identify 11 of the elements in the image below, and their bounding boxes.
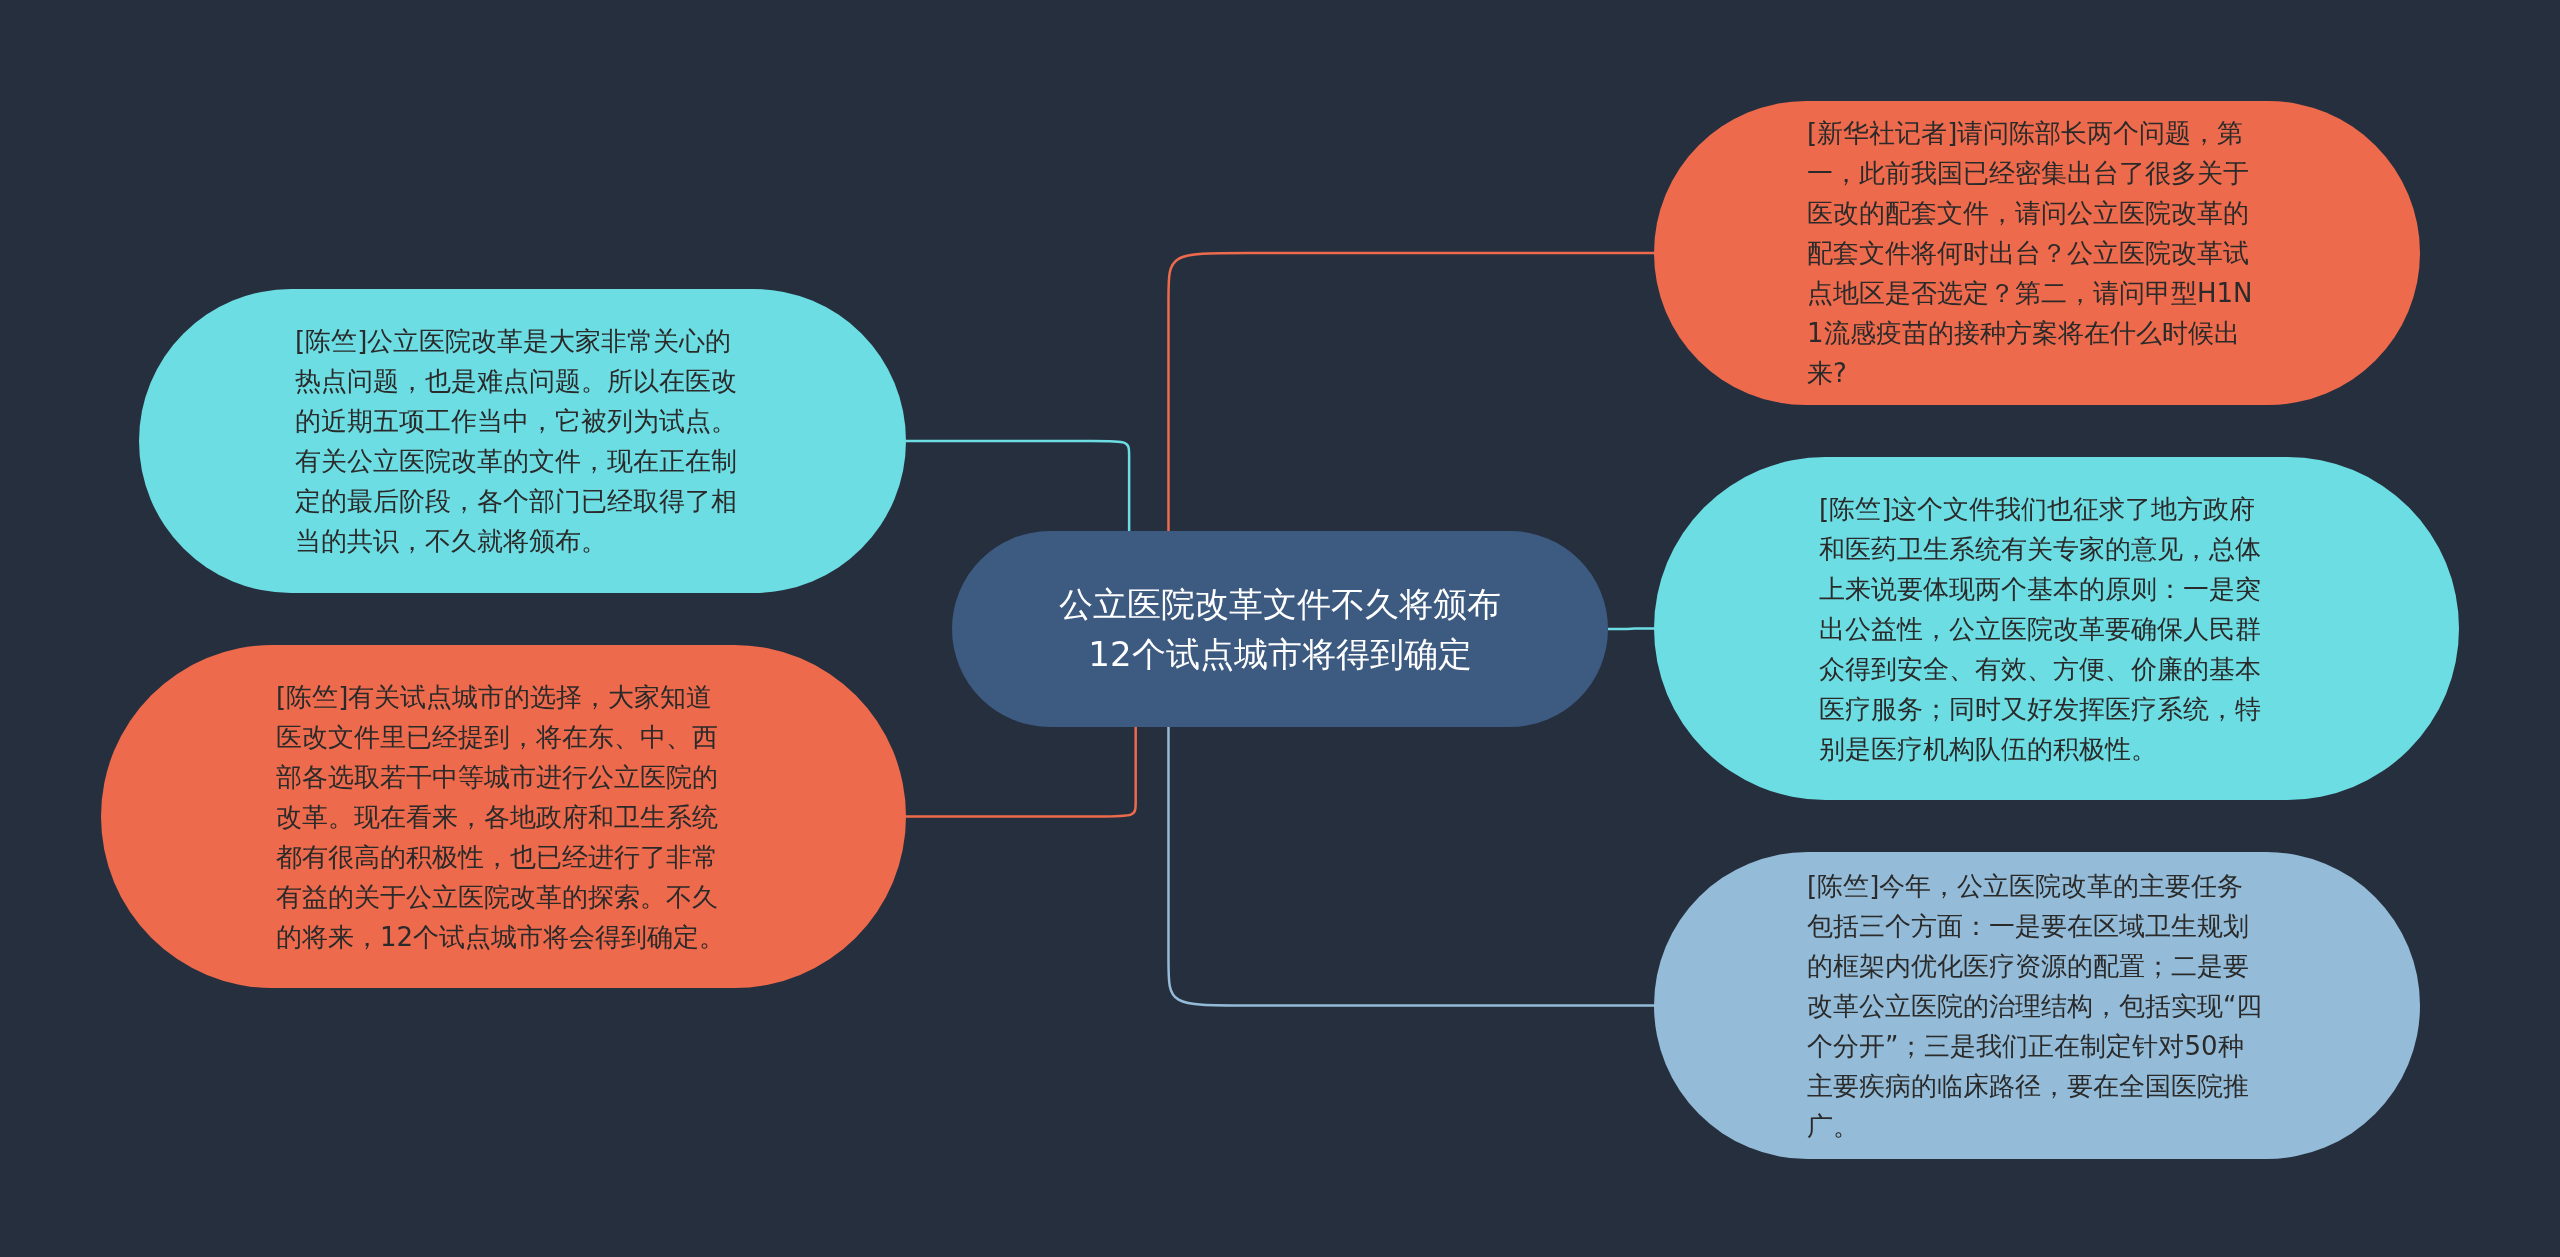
connector-line bbox=[1167, 251, 1654, 531]
topic-text: [陈竺]今年，公立医院改革的主要任务包括三个方面：一是要在区域卫生规划的框架内优化医疗资源的配置；二是要改革公立医院的治理结构，包括实现“四个分开”；三是我们正在制定针对50种主要疾病的临床路径，要在全国医院推广。 bbox=[1807, 869, 2264, 1143]
topic-text: [新华社记者]请问陈部长两个问题，第一，此前我国已经密集出台了很多关于医改的配套文件，请问公立医院改革的配套文件将何时出台？公立医院改革试点地区是否选定？第二，请问甲型H1N1流感疫苗的接种方案将在什么时候出来? bbox=[1807, 117, 2254, 390]
connector-line bbox=[1167, 727, 1654, 1007]
topic-text: [陈竺]这个文件我们也征求了地方政府和医药卫生系统有关专家的意见，总体上来说要体现两个基本的原则：一是突出公益性，公立医院改革要确保人民群众得到安全、有效、方便、价廉的基本医疗服务；同时又好发挥医疗系统，特别是医疗机构队伍的积极性。 bbox=[1819, 492, 2262, 766]
topic-title: 公立医院改革文件不久将颁布12个试点城市将得到确定 bbox=[1058, 583, 1502, 676]
connector-line bbox=[906, 439, 1131, 531]
connector-line bbox=[1608, 627, 1654, 631]
connector-line bbox=[906, 727, 1137, 818]
topic-text: [陈竺]公立医院改革是大家非常关心的热点问题，也是难点问题。所以在医改的近期五项工作当中，它被列为试点。有关公立医院改革的文件，现在正在制定的最后阶段，各个部门已经取得了相当的共识，不久就将颁布。 bbox=[295, 325, 738, 558]
topic-text: [陈竺]有关试点城市的选择，大家知道医改文件里已经提到，将在东、中、西部各选取若干中等城市进行公立医院的改革。现在看来，各地政府和卫生系统都有很高的积极性，也已经进行了非常有益的关于公立医院改革的探索。不久的将来，12个试点城市将会得到确定。 bbox=[276, 680, 727, 954]
